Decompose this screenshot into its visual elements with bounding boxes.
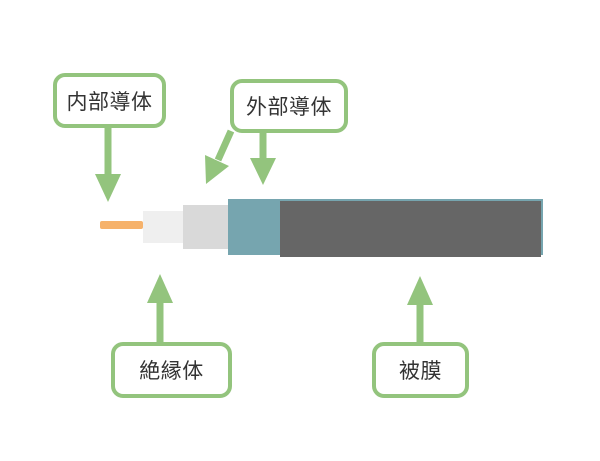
inner-conductor-wire xyxy=(100,221,143,229)
arrow-outer-conductor-left xyxy=(205,129,235,184)
arrow-insulator xyxy=(147,274,173,343)
callout-insulator-label: 絶縁体 xyxy=(139,360,204,383)
callout-jacket-label: 被膜 xyxy=(399,360,442,383)
callout-outer-conductor-label: 外部導体 xyxy=(246,96,332,119)
insulator-layer xyxy=(143,211,183,243)
callout-insulator: 絶縁体 xyxy=(111,342,232,398)
outer-conductor-braid-layer xyxy=(183,205,228,249)
arrow-jacket xyxy=(407,276,433,343)
jacket-layer xyxy=(280,201,541,257)
callout-inner-conductor: 内部導体 xyxy=(53,73,166,128)
arrow-inner-conductor xyxy=(95,127,121,202)
callout-outer-conductor: 外部導体 xyxy=(230,79,348,133)
arrow-outer-conductor-right xyxy=(250,132,276,185)
callout-jacket: 被膜 xyxy=(372,342,469,398)
callout-inner-conductor-label: 内部導体 xyxy=(66,90,153,114)
